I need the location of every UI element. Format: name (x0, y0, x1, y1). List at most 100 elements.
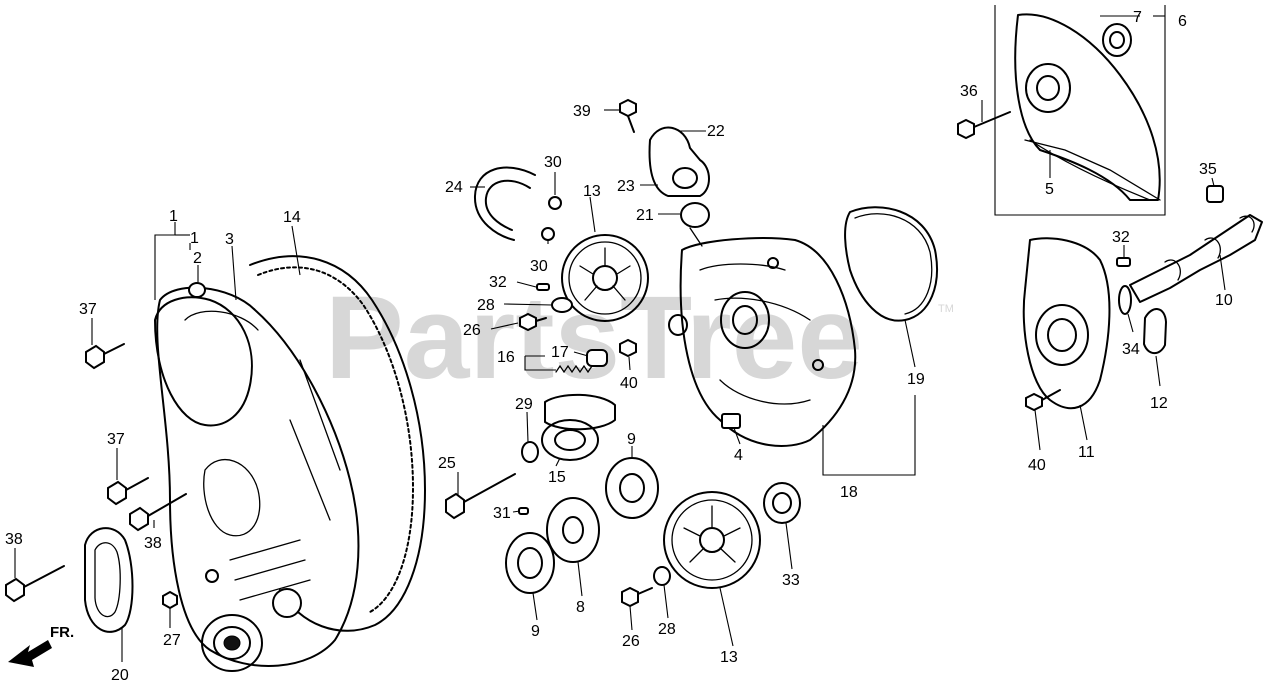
tensioner-spring[interactable] (555, 364, 593, 374)
callout-39: 39 (573, 103, 591, 120)
key-32[interactable] (536, 283, 550, 291)
timing-belt-guide-upper[interactable] (605, 457, 659, 519)
collar-35[interactable] (1206, 185, 1224, 203)
callout-7: 7 (1133, 9, 1142, 26)
callout-23: 23 (617, 178, 635, 195)
tensioner-collar[interactable] (586, 349, 608, 367)
callout-25: 25 (438, 455, 456, 472)
key-31[interactable] (518, 507, 529, 515)
callout-4: 4 (734, 447, 743, 464)
washer-28-lower[interactable] (653, 566, 671, 586)
rear-timing-cover[interactable] (1014, 13, 1161, 201)
timing-belt[interactable] (249, 255, 426, 632)
bolt-37-upper[interactable] (85, 343, 125, 370)
callout-13: 13 (720, 649, 738, 666)
callout-2: 2 (193, 250, 202, 267)
callout-9: 9 (531, 623, 540, 640)
callout-8: 8 (576, 599, 585, 616)
callout-30: 30 (530, 258, 548, 275)
bypass-hose[interactable] (473, 166, 536, 241)
callout-28: 28 (658, 621, 676, 638)
tensioner-bolt-25[interactable] (445, 473, 516, 520)
bolt-26-lower[interactable] (621, 586, 653, 608)
crankshaft-pulley[interactable] (546, 497, 600, 563)
o-ring-12[interactable] (1143, 308, 1167, 355)
tensioner-pulley[interactable] (541, 393, 616, 461)
bolt-40-right[interactable] (1025, 389, 1061, 412)
callout-18: 18 (840, 484, 858, 501)
callout-10: 10 (1215, 292, 1233, 309)
callout-1: 1 (169, 208, 178, 225)
gasket-5[interactable] (1024, 139, 1161, 201)
pump-clip-4[interactable] (721, 413, 741, 429)
callout-22: 22 (707, 123, 725, 140)
camshaft-holder[interactable] (1022, 237, 1111, 410)
camshaft[interactable] (1129, 214, 1263, 303)
callout-40: 40 (620, 375, 638, 392)
washer-29[interactable] (521, 441, 539, 463)
camshaft-pulley-lower[interactable] (663, 491, 761, 589)
oil-seal-33[interactable] (763, 482, 801, 524)
bolt-38-short[interactable] (5, 565, 65, 603)
callout-17: 17 (551, 344, 569, 361)
callout-26: 26 (463, 322, 481, 339)
callout-3: 3 (225, 231, 234, 248)
callout-21: 21 (636, 207, 654, 224)
callout-15: 15 (548, 469, 566, 486)
timing-belt-guide-lower[interactable] (505, 532, 555, 594)
callout-29: 29 (515, 396, 533, 413)
callout-11: 11 (1078, 444, 1095, 461)
callout-32: 32 (489, 274, 507, 291)
callout-35: 35 (1199, 161, 1217, 178)
camshaft-pulley-upper[interactable] (561, 234, 649, 322)
front-oil-seal[interactable] (201, 614, 263, 672)
callout-38: 38 (5, 531, 23, 548)
callout-36: 36 (960, 83, 978, 100)
callout-5: 5 (1045, 181, 1054, 198)
callout-34: 34 (1122, 341, 1140, 358)
washer-2[interactable] (188, 282, 206, 298)
leader-lines (14, 15, 1226, 662)
bolt-38-long[interactable] (129, 493, 187, 532)
bolt-36[interactable] (957, 111, 1011, 140)
callout-32: 32 (1112, 229, 1130, 246)
callout-37: 37 (79, 301, 97, 318)
callout-31: 31 (493, 505, 511, 522)
key-32-right[interactable] (1116, 257, 1131, 267)
callouts: 1 1 2 3 14 37 37 38 38 20 27 24 30 30 13… (5, 9, 1233, 684)
hose-clamps[interactable] (541, 196, 562, 241)
thermostat[interactable] (680, 202, 710, 247)
callout-27: 27 (163, 632, 181, 649)
watermark-trademark: TM (938, 303, 954, 315)
water-pump-o-ring[interactable] (844, 206, 938, 322)
callout-13: 13 (583, 183, 601, 200)
bolt-37-lower[interactable] (107, 477, 149, 506)
water-pump[interactable] (668, 237, 857, 447)
callout-14: 14 (283, 209, 301, 226)
front-direction-indicator: FR. (8, 624, 74, 667)
callout-6: 6 (1178, 13, 1187, 30)
nut-27[interactable] (162, 590, 178, 610)
cover-gasket[interactable] (84, 527, 134, 633)
callout-1: 1 (190, 230, 199, 247)
rear-cover-frame (994, 5, 1166, 216)
callout-19: 19 (907, 371, 925, 388)
callout-24: 24 (445, 179, 463, 196)
thermostat-cover[interactable] (648, 126, 710, 197)
washer-28-upper[interactable] (551, 297, 573, 313)
callout-40: 40 (1028, 457, 1046, 474)
callout-26: 26 (622, 633, 640, 650)
oil-seal-7[interactable] (1102, 23, 1132, 57)
front-label: FR. (50, 624, 74, 641)
bolt-26-upper[interactable] (519, 312, 547, 332)
outer-timing-cover[interactable] (156, 286, 360, 667)
o-ring-34[interactable] (1118, 285, 1132, 315)
callout-12: 12 (1150, 395, 1168, 412)
bolt-39[interactable] (619, 98, 637, 133)
callout-38: 38 (144, 535, 162, 552)
callout-9: 9 (627, 431, 636, 448)
watermark: PartsTree (325, 272, 863, 404)
bolt-40-center[interactable] (619, 338, 637, 358)
callout-33: 33 (782, 572, 800, 589)
